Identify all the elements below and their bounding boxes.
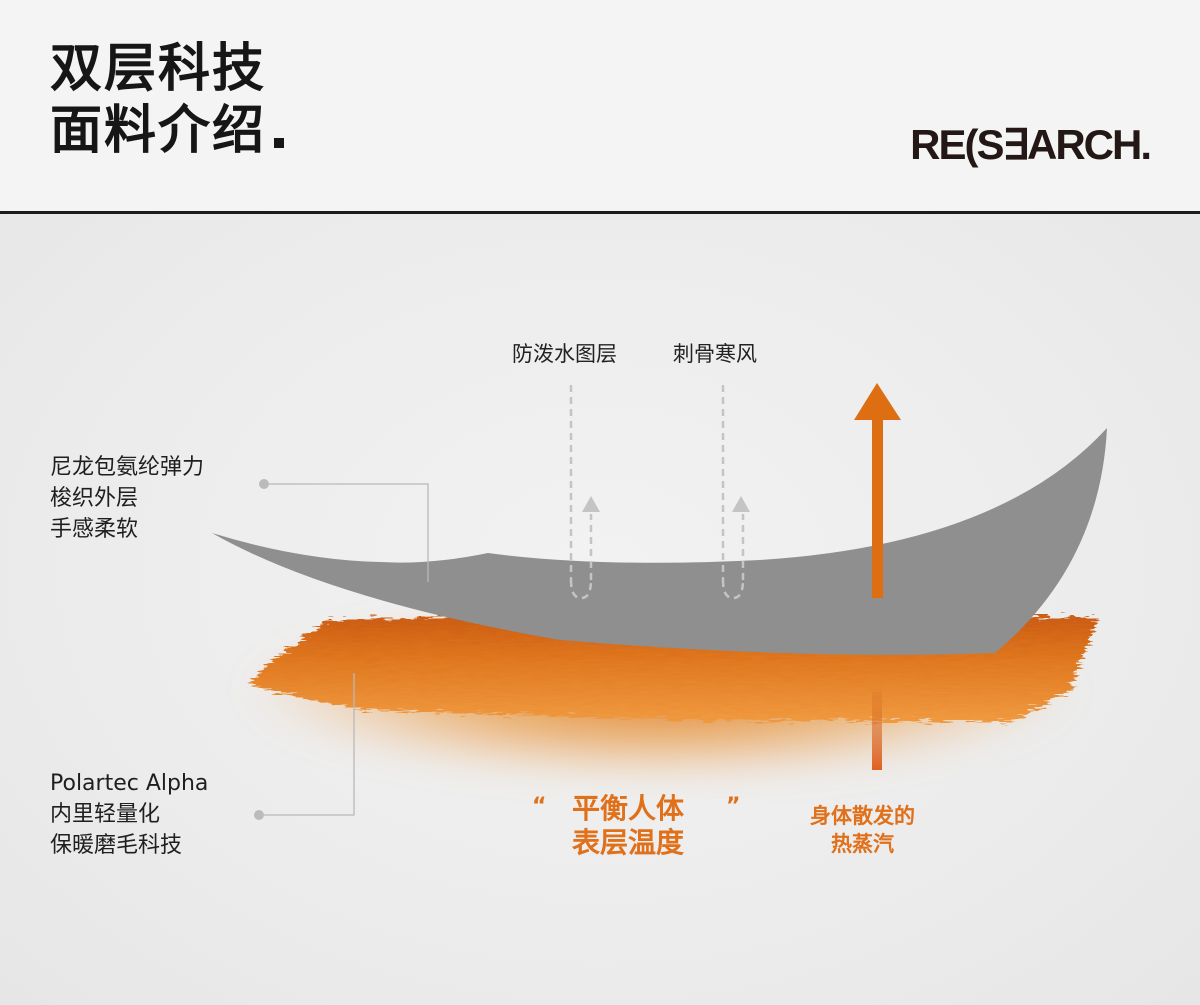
water-repellent-label: 防泼水图层 [512, 338, 617, 368]
vapor-line-1: 身体散发的 [810, 802, 915, 830]
inner-label-line-1: Polartec Alpha [50, 768, 208, 799]
inner-label-line-2: 内里轻量化 [50, 799, 208, 830]
outer-label-line-1: 尼龙包氨纶弹力 [50, 452, 204, 483]
body-vapor-label: 身体散发的 热蒸汽 [810, 802, 915, 858]
vapor-arrowhead [854, 383, 901, 420]
balance-line-1: 平衡人体 [572, 792, 684, 826]
vapor-arrow-lower [872, 692, 882, 770]
balance-line-2: 表层温度 [572, 826, 684, 860]
vapor-arrow-shaft [872, 418, 883, 598]
outer-layer-label: 尼龙包氨纶弹力 梭织外层 手感柔软 [50, 452, 204, 545]
outer-label-line-3: 手感柔软 [50, 514, 204, 545]
quote-open-mark: “ [532, 794, 546, 819]
inner-layer-label: Polartec Alpha 内里轻量化 保暖磨毛科技 [50, 768, 208, 861]
cold-wind-label: 刺骨寒风 [673, 338, 757, 368]
inner-label-line-3: 保暖磨毛科技 [50, 830, 208, 861]
balance-temperature-label: 平衡人体 表层温度 [572, 792, 684, 860]
vapor-line-2: 热蒸汽 [810, 830, 915, 858]
outer-label-line-2: 梭织外层 [50, 483, 204, 514]
water-arrowhead [582, 496, 600, 512]
wind-arrowhead [732, 496, 750, 512]
quote-close-mark: ” [726, 794, 740, 819]
